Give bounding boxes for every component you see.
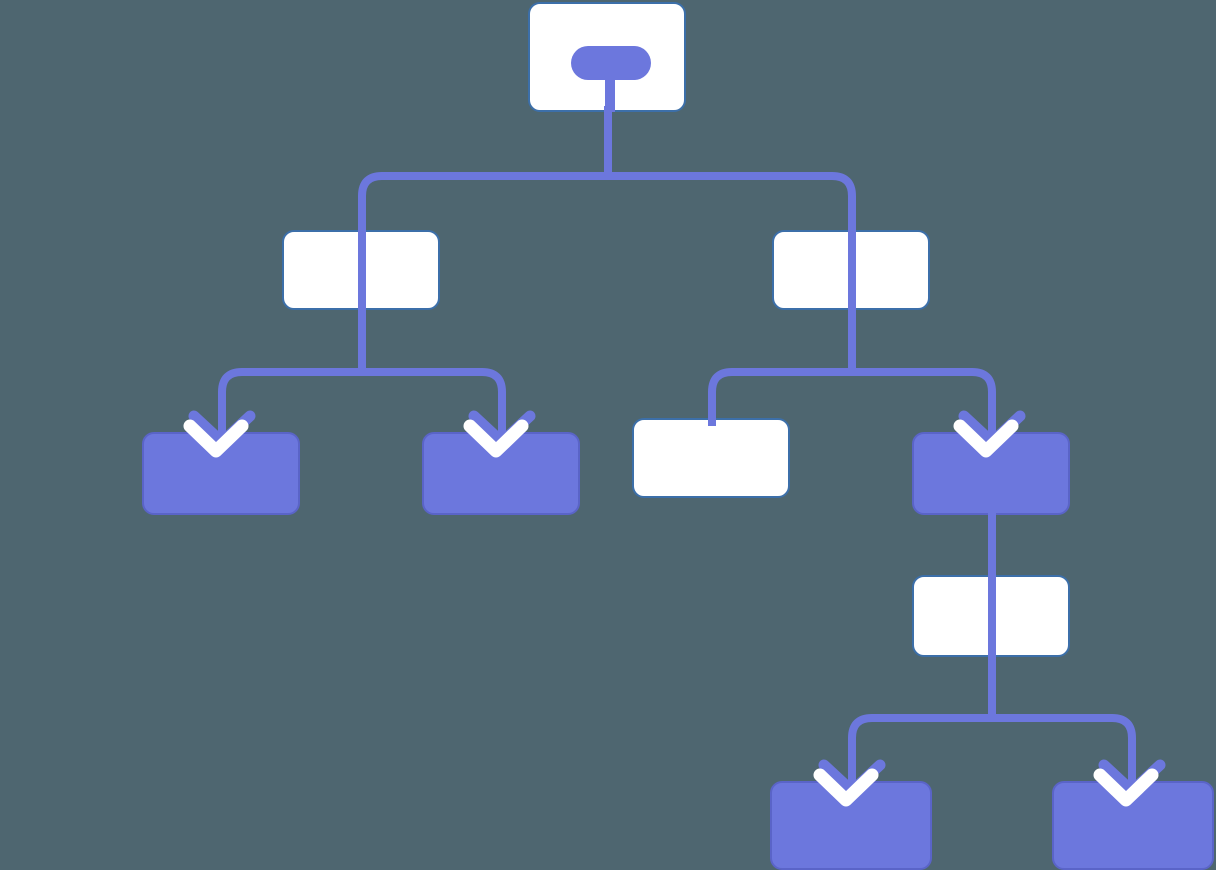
- edge-l2right-to-l3d: [852, 368, 996, 440]
- node-l2-right[interactable]: [772, 230, 930, 310]
- root-pill-stem: [605, 72, 615, 112]
- node-l4[interactable]: [912, 575, 1070, 657]
- edge-l2left-to-l3a: [218, 368, 362, 440]
- node-l3-b[interactable]: [422, 432, 580, 515]
- node-l3-c[interactable]: [632, 418, 790, 498]
- node-l5-left[interactable]: [770, 781, 932, 870]
- edge-l4-to-l5left: [848, 714, 992, 790]
- node-root[interactable]: [528, 2, 686, 112]
- node-l2-left[interactable]: [282, 230, 440, 310]
- edge-l4-to-l5right: [992, 714, 1136, 790]
- node-l3-a[interactable]: [142, 432, 300, 515]
- edge-l2left-to-l3b: [362, 368, 506, 440]
- node-l5-right[interactable]: [1052, 781, 1214, 870]
- node-l3-d[interactable]: [912, 432, 1070, 515]
